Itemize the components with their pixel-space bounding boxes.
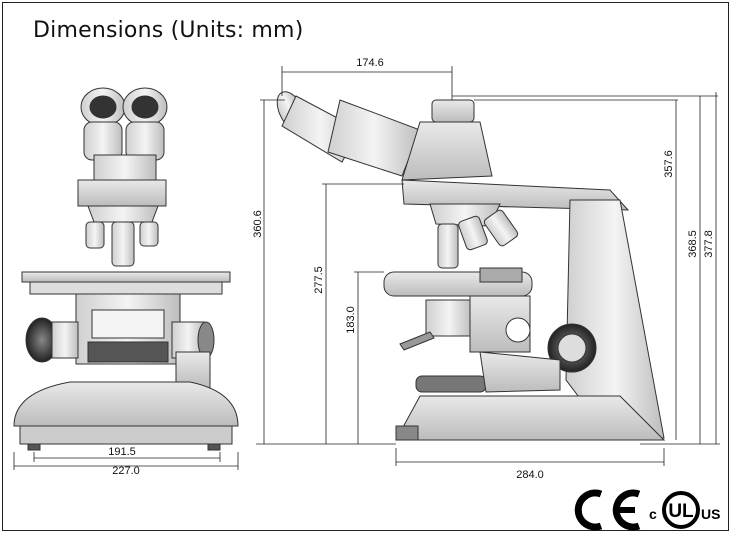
ce-mark-icon: CE: [569, 489, 641, 531]
dim-front-width-inner: 191.5: [108, 446, 136, 458]
page-title: Dimensions (Units: mm): [33, 18, 304, 43]
side-base: [395, 395, 666, 441]
dim-eyepiece-offset: 174.6: [356, 57, 384, 69]
ce-text: CE: [569, 489, 571, 490]
certification-logos: CE c UL US: [569, 489, 727, 531]
dim-depth: 284.0: [516, 469, 544, 481]
dim-height-368: 368.5: [687, 230, 699, 258]
side-objective: [437, 223, 459, 269]
side-condenser: [425, 299, 473, 337]
side-eyepiece: [276, 91, 475, 177]
ul-c-text: c: [649, 506, 657, 522]
front-head: [77, 179, 167, 207]
side-head: [401, 121, 493, 181]
front-stage: [21, 271, 231, 283]
dim-height-377: 377.8: [703, 230, 715, 258]
dimension-lines: [13, 66, 720, 470]
dim-head-height: 357.6: [663, 150, 675, 178]
dim-height-360: 360.6: [252, 210, 264, 238]
ul-us-text: US: [701, 506, 720, 522]
dim-stage-height: 277.5: [313, 266, 325, 294]
front-view: [13, 87, 239, 451]
front-eyepieces: [80, 87, 168, 182]
ul-mark-icon: c UL US: [649, 491, 720, 529]
ul-text: UL: [668, 501, 694, 522]
front-objectives: [85, 221, 159, 267]
dim-condenser-height: 183.0: [345, 306, 357, 334]
side-view: [276, 91, 666, 441]
dim-front-width-outer: 227.0: [112, 465, 140, 477]
front-base: [13, 381, 239, 427]
